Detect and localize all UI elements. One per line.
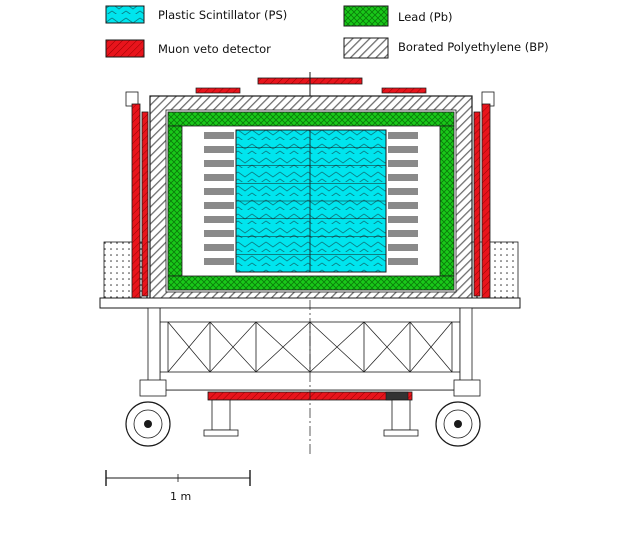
truss-brace [309,321,365,373]
foot-left [203,399,239,437]
plastic-scintillator-slabs [236,147,386,255]
grey-block [388,174,418,181]
legend-swatch-borated-polyethylene [343,37,389,59]
leg-left [147,307,161,391]
top-hanger-right [381,87,427,94]
lead-top [167,111,455,127]
truss-brace [209,321,257,373]
legend-item-lead: Lead (Pb) [343,5,453,27]
leg-right [459,307,473,391]
foot-right [383,399,419,437]
lead-left [167,125,183,277]
truss-brace [363,321,411,373]
grey-block [204,146,234,153]
legend-item-plastic-scintillator: Plastic Scintillator (PS) [105,5,287,24]
grey-block [204,132,234,139]
legend-label-muon-veto: Muon veto detector [158,42,271,56]
grey-block [388,244,418,251]
legend: Plastic Scintillator (PS) Muon veto dete… [105,5,549,59]
grey-block [388,132,418,139]
legend-item-borated-polyethylene: Borated Polyethylene (BP) [343,37,549,59]
lead-bottom [167,275,455,291]
truss-brace [167,321,211,373]
legend-label-plastic-scintillator: Plastic Scintillator (PS) [158,8,287,22]
grey-block [388,188,418,195]
scale-bar: 1 m [105,470,251,503]
bottom-veto-fixture [385,391,409,401]
grey-block [204,160,234,167]
muon-veto-left-outer [131,103,141,299]
legend-swatch-lead [343,5,389,27]
grey-block [204,230,234,237]
grey-block [388,202,418,209]
caster-wheel-left [125,379,171,447]
legend-swatch-muon-veto [105,39,145,58]
grey-block [204,202,234,209]
caster-wheel-right [435,379,481,447]
grey-block [388,216,418,223]
grey-block [204,188,234,195]
legend-swatch-plastic-scintillator [105,5,145,24]
grey-block-stack-left [204,132,234,265]
truss-brace [409,321,453,373]
muon-veto-right-inner [473,111,481,297]
truss-brace [255,321,311,373]
grey-block [388,258,418,265]
muon-veto-right-outer [481,103,491,299]
grey-block [204,216,234,223]
grey-block-stack-right [388,132,418,265]
top-hanger-left [195,87,241,94]
support-truss [167,321,453,373]
grey-block [204,258,234,265]
grey-block [204,244,234,251]
lead-right [439,125,455,277]
scale-bar-label: 1 m [170,490,191,503]
grey-block [388,146,418,153]
legend-label-lead: Lead (Pb) [398,10,453,24]
grey-block [204,174,234,181]
legend-item-muon-veto: Muon veto detector [105,39,271,58]
detector-assembly [99,72,521,455]
grey-block [388,160,418,167]
grey-block [388,230,418,237]
muon-veto-left-inner [141,111,149,297]
legend-label-borated-polyethylene: Borated Polyethylene (BP) [398,40,549,54]
